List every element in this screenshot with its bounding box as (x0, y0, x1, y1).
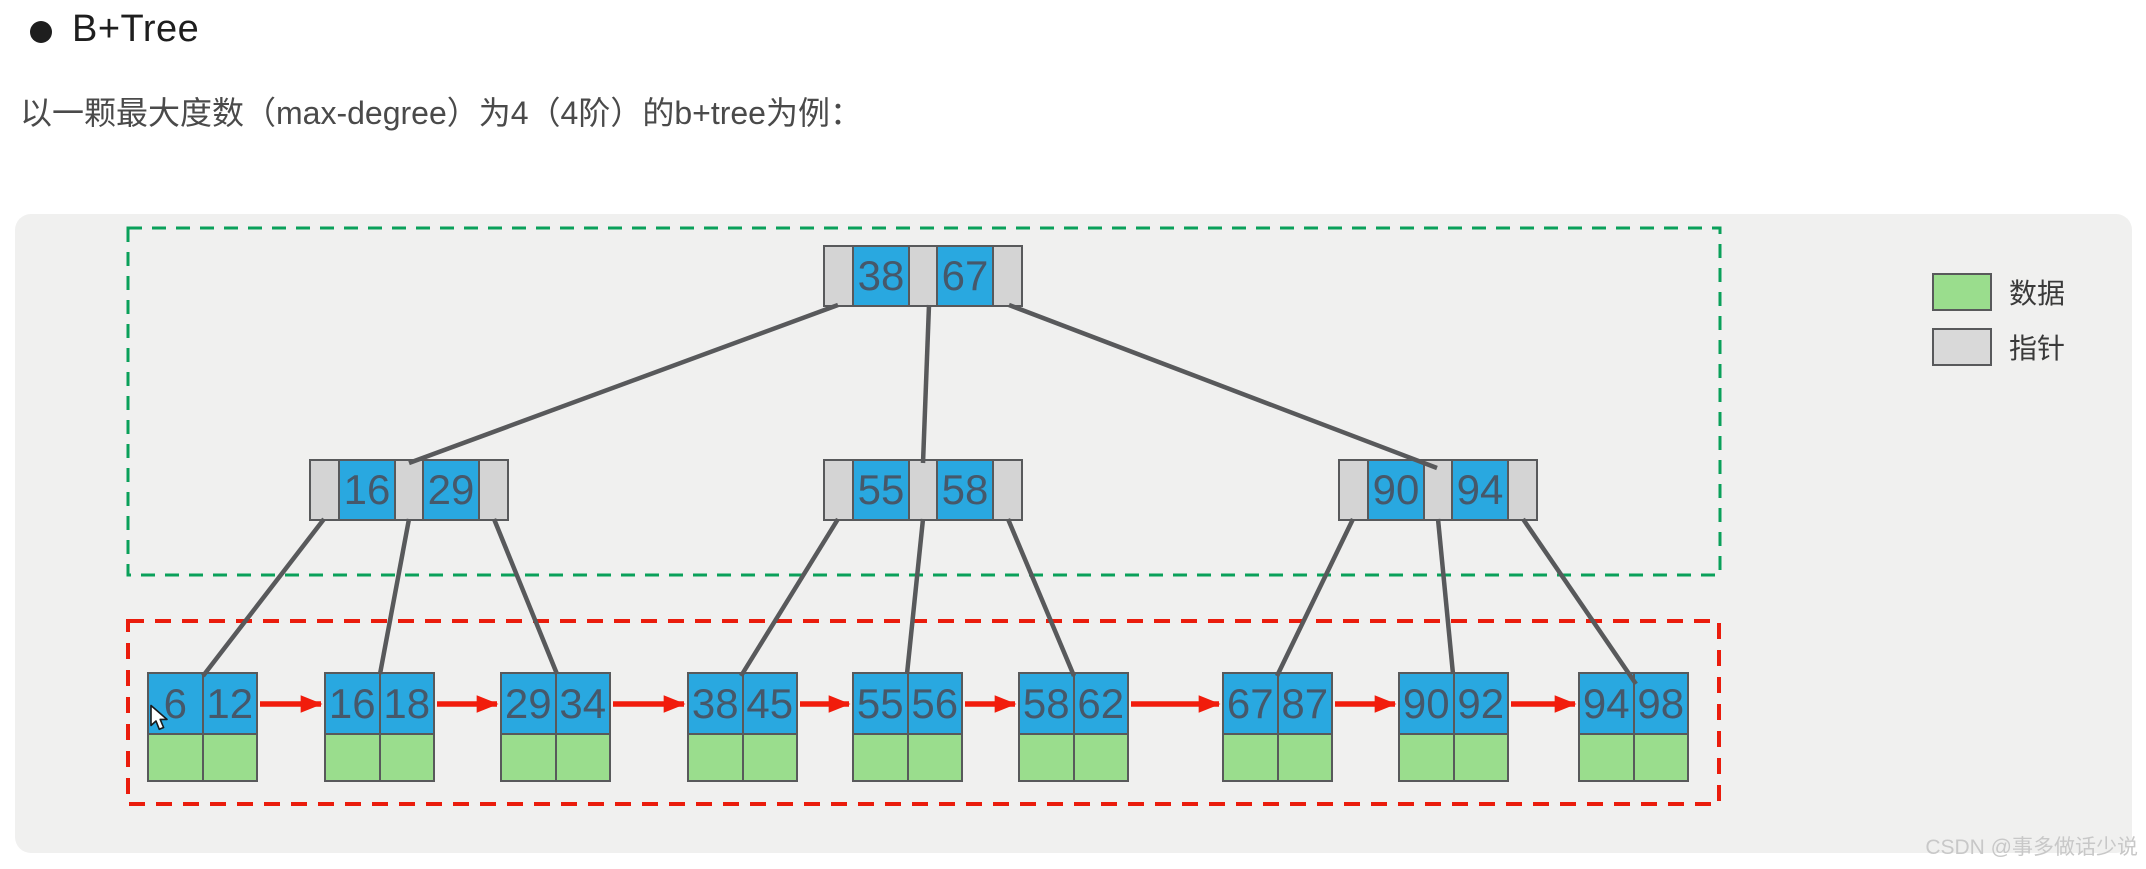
legend: 数据 指针 (1932, 272, 2065, 382)
data-cell (149, 735, 202, 780)
data-cell (689, 735, 742, 780)
btree-internal-node: 90 94 (1338, 459, 1538, 521)
data-cell (1400, 735, 1453, 780)
page-title: B+Tree (72, 8, 200, 50)
key-cell: 29 (424, 461, 478, 519)
pointer-cell (994, 461, 1021, 519)
data-cell (203, 735, 256, 780)
data-cell (1224, 735, 1277, 780)
btree-leaf-node: 90 92 (1398, 672, 1509, 782)
pointer-cell (825, 247, 852, 305)
key-cell: 58 (1020, 674, 1073, 733)
pointer-swatch (1932, 328, 1992, 366)
legend-item-pointer: 指针 (1932, 327, 2065, 367)
pointer-cell (1340, 461, 1367, 519)
key-cell: 16 (326, 674, 379, 733)
data-cell (908, 735, 961, 780)
data-cell (1580, 735, 1633, 780)
btree-leaf-node: 29 34 (500, 672, 611, 782)
bullet-icon (30, 21, 52, 43)
key-cell: 94 (1580, 674, 1633, 733)
key-cell: 62 (1074, 674, 1127, 733)
btree-leaf-node: 58 62 (1018, 672, 1129, 782)
key-cell: 94 (1453, 461, 1507, 519)
key-cell: 34 (556, 674, 609, 733)
data-cell (380, 735, 433, 780)
btree-leaf-node: 67 87 (1222, 672, 1333, 782)
key-cell: 45 (743, 674, 796, 733)
key-cell: 38 (854, 247, 908, 305)
btree-leaf-node: 38 45 (687, 672, 798, 782)
pointer-cell (910, 461, 936, 519)
key-cell: 18 (380, 674, 433, 733)
data-cell (743, 735, 796, 780)
data-cell (326, 735, 379, 780)
key-cell: 67 (938, 247, 992, 305)
data-cell (1074, 735, 1127, 780)
key-cell: 67 (1224, 674, 1277, 733)
btree-leaf-node: 55 56 (852, 672, 963, 782)
pointer-cell (1425, 461, 1451, 519)
data-cell (1278, 735, 1331, 780)
pointer-cell (994, 247, 1021, 305)
key-cell: 56 (908, 674, 961, 733)
btree-root-node: 38 67 (823, 245, 1023, 307)
pointer-cell (825, 461, 852, 519)
data-cell (1020, 735, 1073, 780)
pointer-cell (396, 461, 422, 519)
pointer-cell (480, 461, 507, 519)
key-cell: 16 (340, 461, 394, 519)
btree-internal-node: 16 29 (309, 459, 509, 521)
key-cell: 55 (854, 461, 908, 519)
pointer-cell (311, 461, 338, 519)
btree-internal-node: 55 58 (823, 459, 1023, 521)
key-cell: 55 (854, 674, 907, 733)
key-cell: 92 (1454, 674, 1507, 733)
data-cell (502, 735, 555, 780)
data-cell (1454, 735, 1507, 780)
key-cell: 38 (689, 674, 742, 733)
btree-leaf-node: 94 98 (1578, 672, 1689, 782)
key-cell: 90 (1369, 461, 1423, 519)
page-subtitle: 以一颗最大度数（max-degree）为4（4阶）的b+tree为例： (20, 95, 862, 131)
data-cell (1634, 735, 1687, 780)
key-cell: 58 (938, 461, 992, 519)
key-cell: 98 (1634, 674, 1687, 733)
watermark: CSDN @事多做话少说 (1925, 836, 2138, 859)
data-cell (556, 735, 609, 780)
legend-label: 数据 (2009, 278, 2066, 309)
key-cell: 87 (1278, 674, 1331, 733)
key-cell: 12 (203, 674, 256, 733)
pointer-cell (910, 247, 936, 305)
key-cell: 90 (1400, 674, 1453, 733)
legend-item-data: 数据 (1932, 272, 2065, 312)
key-cell: 29 (502, 674, 555, 733)
btree-leaf-node: 16 18 (324, 672, 435, 782)
data-cell (854, 735, 907, 780)
legend-label: 指针 (2009, 333, 2066, 364)
data-swatch (1932, 273, 1992, 311)
mouse-cursor-icon (150, 704, 168, 731)
pointer-cell (1509, 461, 1536, 519)
